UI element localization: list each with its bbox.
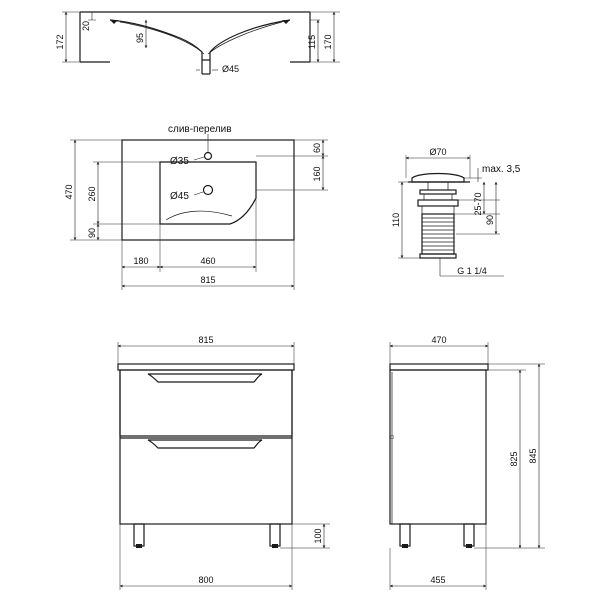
dim-plan-inner-depth: 260 [87,186,97,201]
side-leg-front [399,523,411,547]
dim-total-height: 172 [55,34,65,49]
cabinet-side-view: 470 455 825 845 [389,335,545,590]
basin-section-view: 172 20 95 115 170 Ø45 [55,11,340,75]
drain-diameter: Ø45 [170,191,189,202]
dim-right-outer: 170 [323,34,333,49]
drain-height: 110 [391,213,401,227]
drain-inner: 90 [485,215,495,225]
overflow-hole [203,151,213,161]
dim-bowl-depth: 95 [135,33,145,43]
front-top-width: 815 [198,335,213,345]
dim-plan-bowl-width: 460 [200,256,215,266]
drain-detail-view: Ø70 max. 3,5 110 25-70 90 G 1 1/4 [391,147,521,277]
drain-thread: G 1 1/4 [457,266,487,276]
front-leg-right [269,523,281,547]
front-bottom-width: 800 [198,575,213,585]
front-legs: 100 [313,528,323,543]
dim-plan-total-width: 815 [200,275,215,285]
dim-plan-front-offset: 90 [87,228,97,238]
overflow-label: слив-перелив [168,124,232,135]
drain-diameter-detail: Ø70 [429,147,446,157]
dim-rim: 20 [81,21,91,31]
thread-lines [422,217,454,251]
dim-right-inner: 115 [307,35,317,49]
dim-plan-depth: 470 [64,184,74,199]
dim-drain: Ø45 [222,64,239,74]
front-leg-left [133,523,145,547]
side-bottom-depth: 455 [430,575,445,585]
drain-range: 25-70 [473,192,483,215]
drain-max: max. 3,5 [482,164,521,175]
dim-plan-top-offset: 60 [312,143,322,153]
overflow-diameter: Ø35 [170,156,189,167]
side-cabinet-height: 825 [509,451,519,466]
side-total-height: 845 [528,448,538,463]
dim-plan-right-inner: 160 [312,166,322,181]
dim-plan-left-offset: 180 [133,256,148,266]
basin-plan-view: слив-перелив Ø35 Ø45 470 260 90 60 160 1… [64,124,328,290]
cabinet-front-view: 815 800 100 [117,335,330,590]
side-top-depth: 470 [431,335,446,345]
drain-hole [202,184,214,196]
side-leg-back [463,523,475,547]
